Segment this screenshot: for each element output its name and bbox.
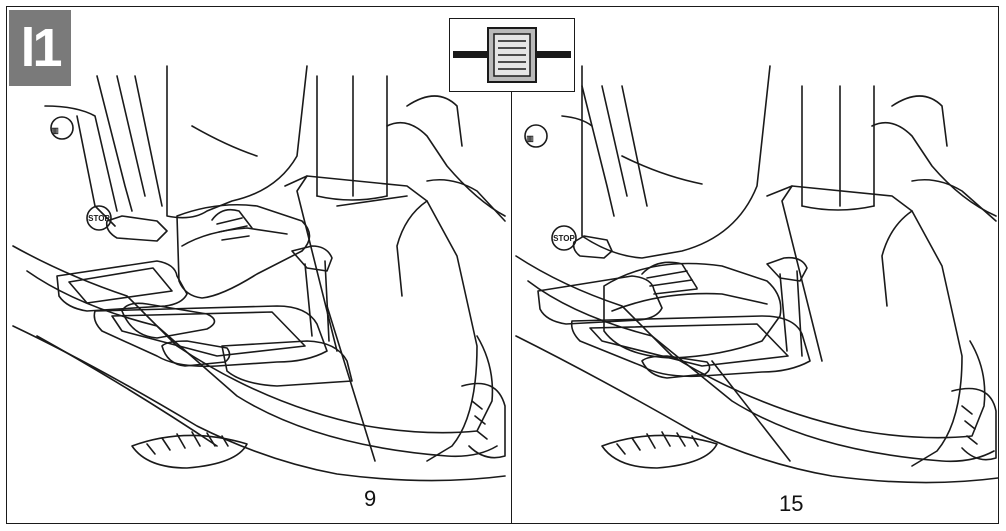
brake-pedal-symbol-icon	[453, 27, 571, 83]
callout-left: 9	[364, 486, 377, 511]
right-stop-symbol-label: STOP	[553, 234, 575, 243]
pedal-symbol-box	[449, 18, 575, 92]
panel-divider	[511, 92, 512, 524]
left-stop-symbol-label: STOP	[88, 214, 110, 223]
left-panel: ▥ STOP	[7, 6, 510, 523]
figure-badge: l1	[9, 10, 71, 86]
figure-frame	[6, 6, 999, 524]
right-panel: ▥ STOP	[512, 6, 998, 523]
right-panel-illustration: ▥ STOP	[515, 65, 998, 484]
svg-text:▥: ▥	[51, 126, 59, 135]
svg-text:▥: ▥	[526, 134, 534, 143]
figure-badge-label: l1	[20, 18, 62, 78]
left-panel-illustration: ▥ STOP	[12, 65, 506, 482]
callout-right: 15	[779, 491, 804, 516]
